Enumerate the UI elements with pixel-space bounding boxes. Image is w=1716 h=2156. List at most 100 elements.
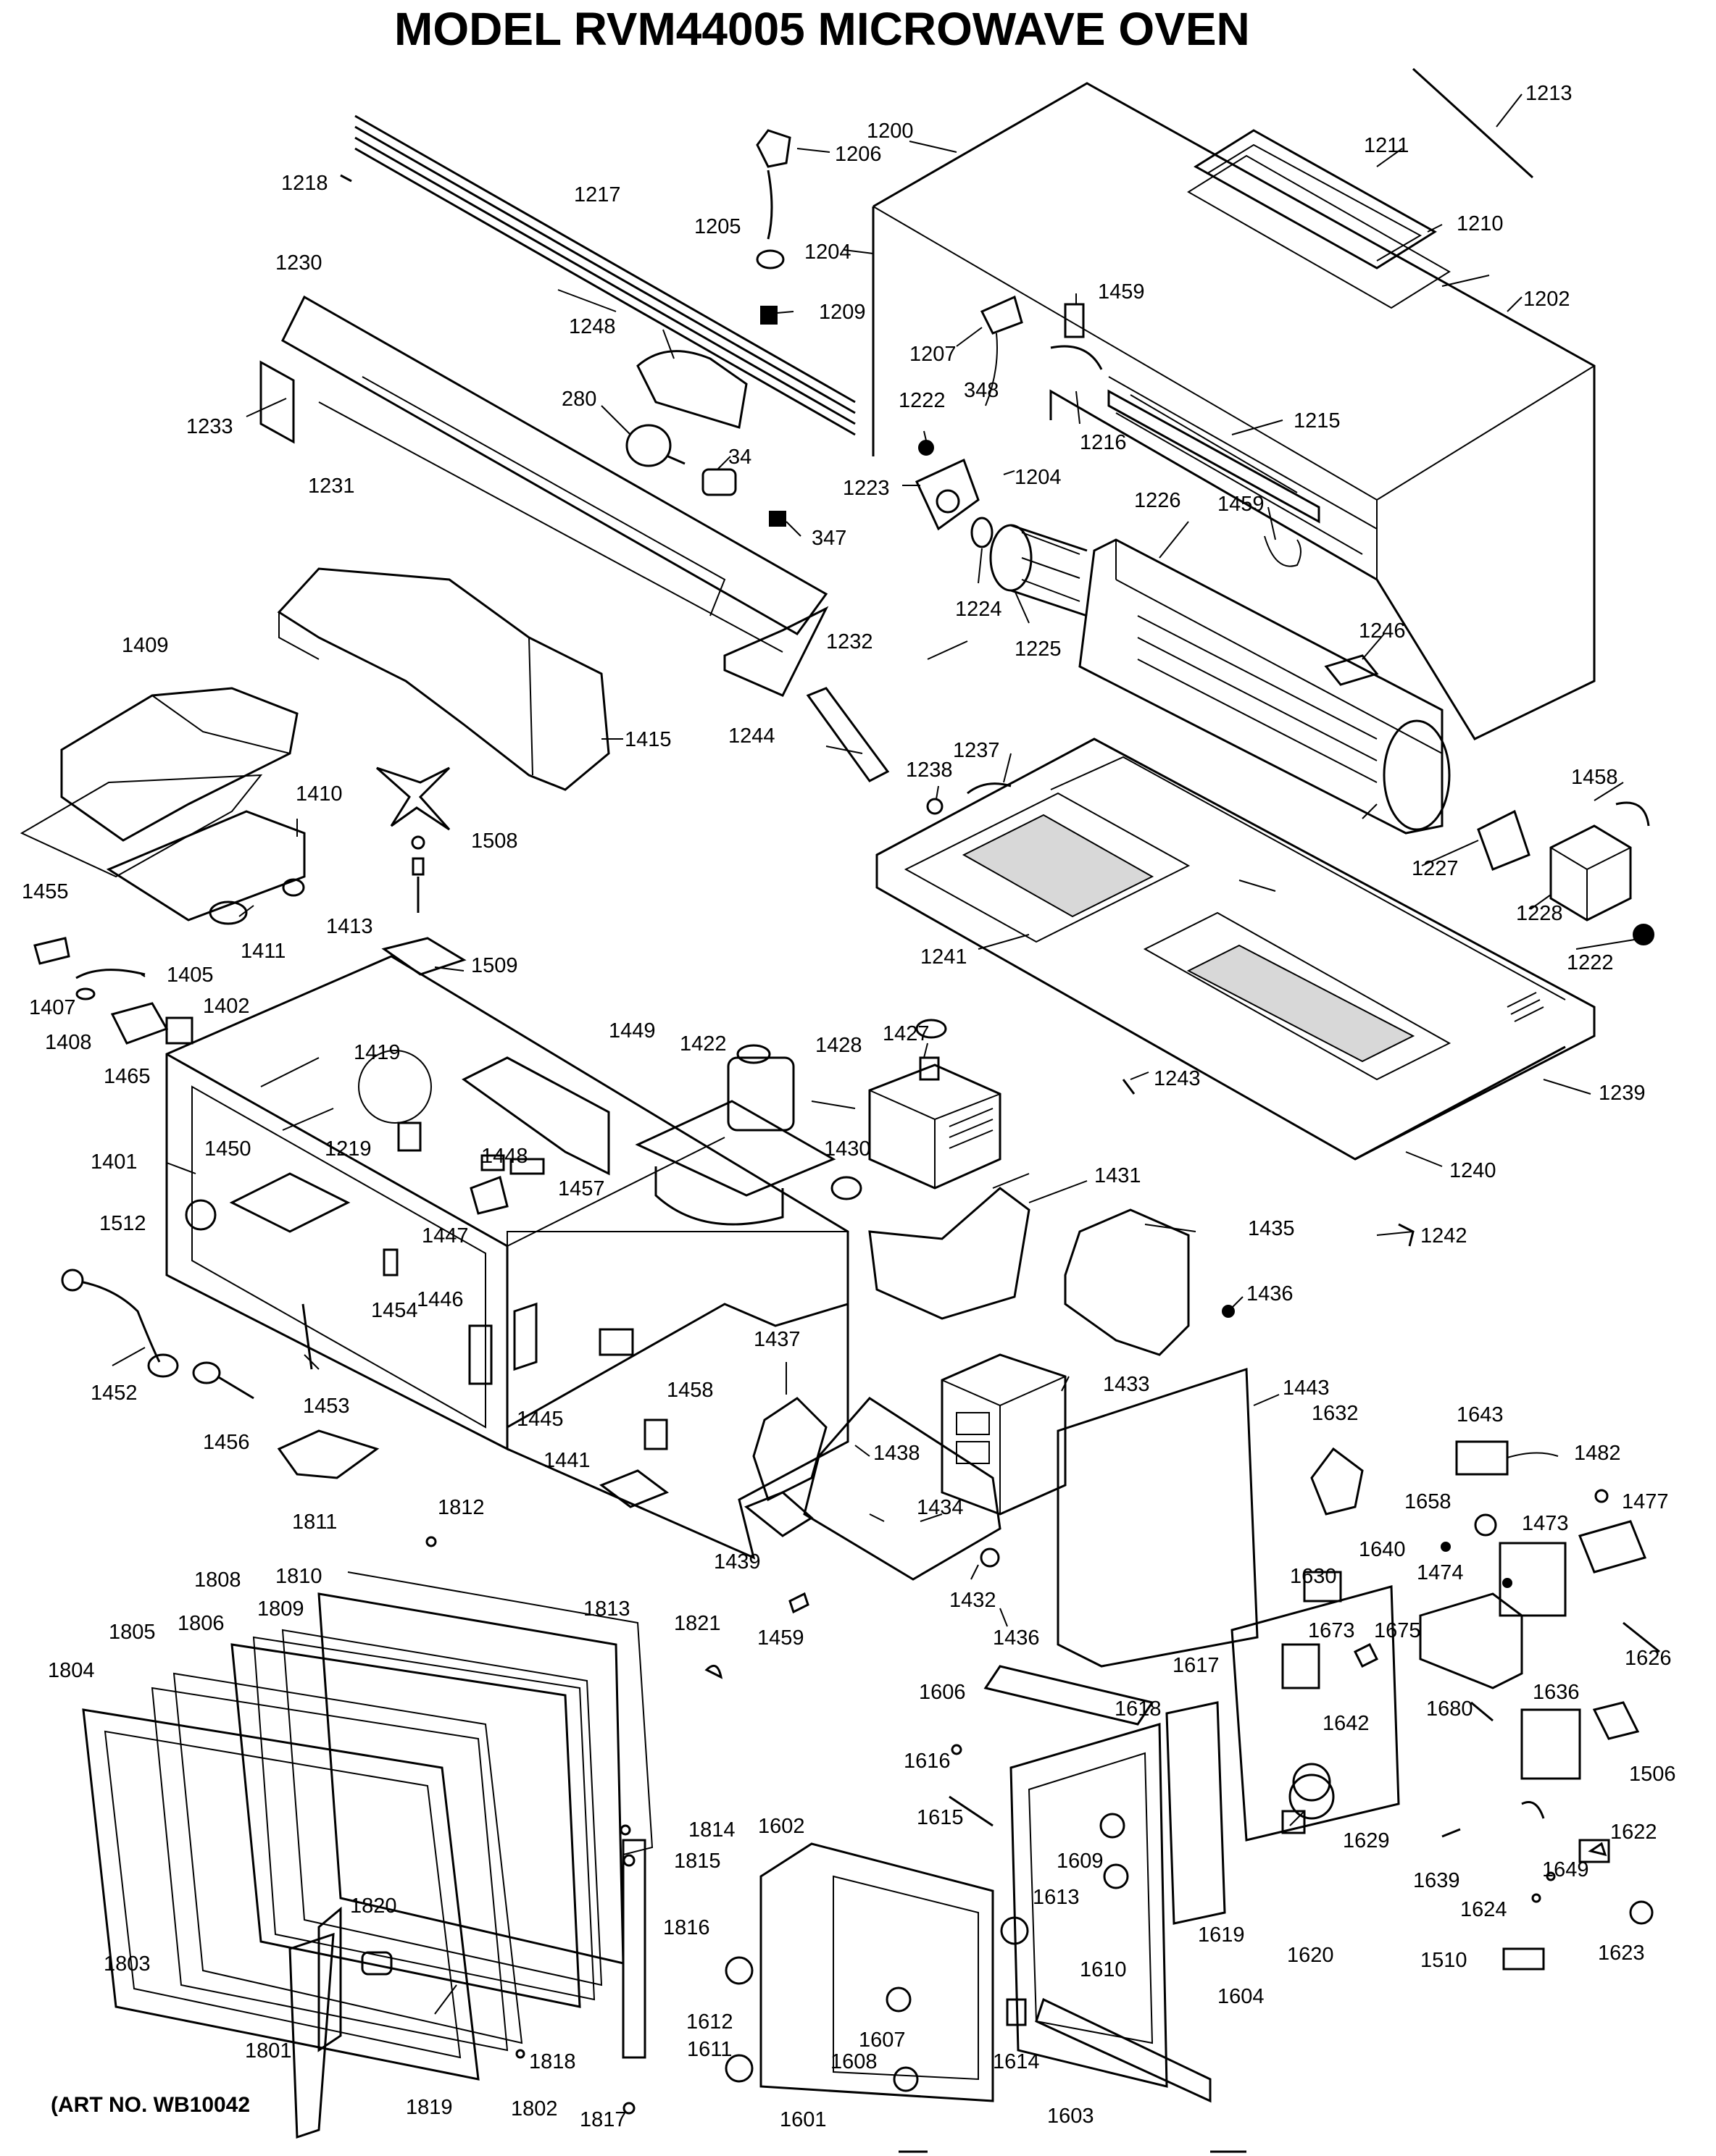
callout-1658: 1658: [1404, 1490, 1451, 1513]
callout-1411: 1411: [241, 940, 286, 963]
callout-1622: 1622: [1610, 1821, 1657, 1844]
callout-1617: 1617: [1173, 1654, 1220, 1677]
callout-1223: 1223: [843, 477, 890, 500]
callout-1813: 1813: [583, 1597, 630, 1621]
part-1217-strip: [354, 114, 856, 436]
callout-1649: 1649: [1542, 1858, 1589, 1881]
callout-1817: 1817: [580, 2108, 627, 2131]
parts-artwork: [20, 67, 1660, 2153]
callout-1618: 1618: [1115, 1697, 1162, 1721]
callout-1443: 1443: [1283, 1376, 1330, 1400]
callout-1452: 1452: [91, 1382, 138, 1405]
callout-1441: 1441: [543, 1449, 591, 1472]
callout-1237: 1237: [953, 739, 1000, 762]
callout-1211: 1211: [1364, 134, 1409, 157]
callout-1206: 1206: [835, 143, 882, 166]
part-1437-holder: [752, 1397, 828, 1502]
callout-1632: 1632: [1312, 1402, 1359, 1425]
callout-1243: 1243: [1154, 1067, 1201, 1090]
callout-1620: 1620: [1287, 1944, 1334, 1967]
part-1452-cord: [61, 1269, 254, 1400]
callout-1808: 1808: [194, 1568, 241, 1592]
part-1241-plate: [875, 738, 1596, 1161]
part-280-lamp: [625, 424, 672, 467]
callout-1204-top: 1204: [804, 241, 851, 264]
part-34-motor: [701, 468, 737, 496]
callout-1473: 1473: [1522, 1512, 1569, 1535]
callout-1615: 1615: [917, 1806, 964, 1829]
callout-1506: 1506: [1629, 1763, 1676, 1786]
callout-1437: 1437: [754, 1328, 801, 1351]
callout-1803: 1803: [104, 1952, 151, 1976]
part-1226-housing: [1078, 535, 1451, 835]
callout-1474: 1474: [1417, 1561, 1464, 1584]
callout-1459-low: 1459: [757, 1626, 804, 1650]
callout-1408: 1408: [45, 1031, 92, 1054]
callout-1482: 1482: [1574, 1442, 1621, 1465]
callout-1619: 1619: [1198, 1923, 1245, 1947]
callout-1814: 1814: [688, 1818, 736, 1842]
callout-1200: 1200: [867, 120, 914, 143]
part-1604-frame: [1009, 1723, 1168, 2088]
callout-1811: 1811: [292, 1511, 337, 1534]
callout-1248: 1248: [569, 315, 616, 338]
callout-1624: 1624: [1460, 1898, 1507, 1921]
callout-1601: 1601: [780, 2108, 827, 2131]
callout-1225: 1225: [1015, 638, 1062, 661]
callout-1205: 1205: [694, 215, 741, 238]
callout-1818: 1818: [529, 2050, 576, 2073]
callout-1673: 1673: [1308, 1619, 1355, 1642]
callout-347: 347: [812, 527, 846, 550]
callout-1218: 1218: [281, 172, 328, 195]
callout-1459-top: 1459: [1098, 280, 1145, 304]
callout-1607: 1607: [859, 2028, 906, 2052]
part-1232-bracket: [723, 606, 829, 697]
callout-1227: 1227: [1412, 857, 1459, 880]
callout-1610: 1610: [1080, 1958, 1127, 1981]
callout-280: 280: [562, 388, 596, 411]
part-1433-transformer: [941, 1353, 1067, 1516]
callout-1805: 1805: [109, 1621, 156, 1644]
callout-1415: 1415: [625, 728, 672, 751]
callout-1239: 1239: [1599, 1082, 1646, 1105]
callout-1439: 1439: [714, 1550, 761, 1574]
callout-1820: 1820: [350, 1894, 397, 1918]
callout-1231: 1231: [308, 475, 355, 498]
callout-1630: 1630: [1290, 1565, 1337, 1588]
callout-1456: 1456: [203, 1431, 250, 1454]
callout-1512: 1512: [99, 1212, 146, 1235]
callout-leaders: [112, 93, 1644, 1627]
callout-1612: 1612: [686, 2010, 733, 2034]
callout-1508: 1508: [471, 830, 518, 853]
callout-1608: 1608: [830, 2050, 878, 2073]
callout-1244: 1244: [728, 724, 775, 748]
callout-1409: 1409: [122, 634, 169, 657]
part-1206-cord: [756, 129, 791, 325]
callout-1816: 1816: [663, 1916, 710, 1939]
callout-1802: 1802: [511, 2097, 558, 2121]
callout-1222-top: 1222: [899, 389, 946, 412]
callout-1448: 1448: [481, 1145, 528, 1168]
callout-1809: 1809: [257, 1597, 304, 1621]
callout-1613: 1613: [1033, 1886, 1080, 1909]
callout-1222-right: 1222: [1567, 951, 1614, 974]
callout-1402: 1402: [203, 995, 250, 1018]
callout-1233: 1233: [186, 415, 233, 438]
callout-1804: 1804: [48, 1659, 95, 1682]
callout-1434: 1434: [917, 1496, 964, 1519]
callout-1509: 1509: [471, 954, 518, 977]
callout-1821: 1821: [674, 1612, 721, 1635]
callout-1447: 1447: [422, 1224, 469, 1248]
callout-1614: 1614: [993, 2050, 1040, 2073]
callout-1611: 1611: [687, 2038, 732, 2061]
part-1202-cabinet: [872, 82, 1596, 740]
callout-1241: 1241: [920, 945, 967, 969]
art-number: (ART NO. WB10042: [51, 2093, 250, 2117]
part-1601-panel: [759, 1842, 994, 2102]
callout-1210: 1210: [1457, 212, 1504, 235]
callout-1455: 1455: [22, 880, 69, 903]
callout-1215: 1215: [1294, 409, 1341, 433]
callout-1413: 1413: [326, 915, 373, 938]
callout-1510: 1510: [1420, 1949, 1467, 1972]
part-1443-panel: [1057, 1367, 1259, 1668]
